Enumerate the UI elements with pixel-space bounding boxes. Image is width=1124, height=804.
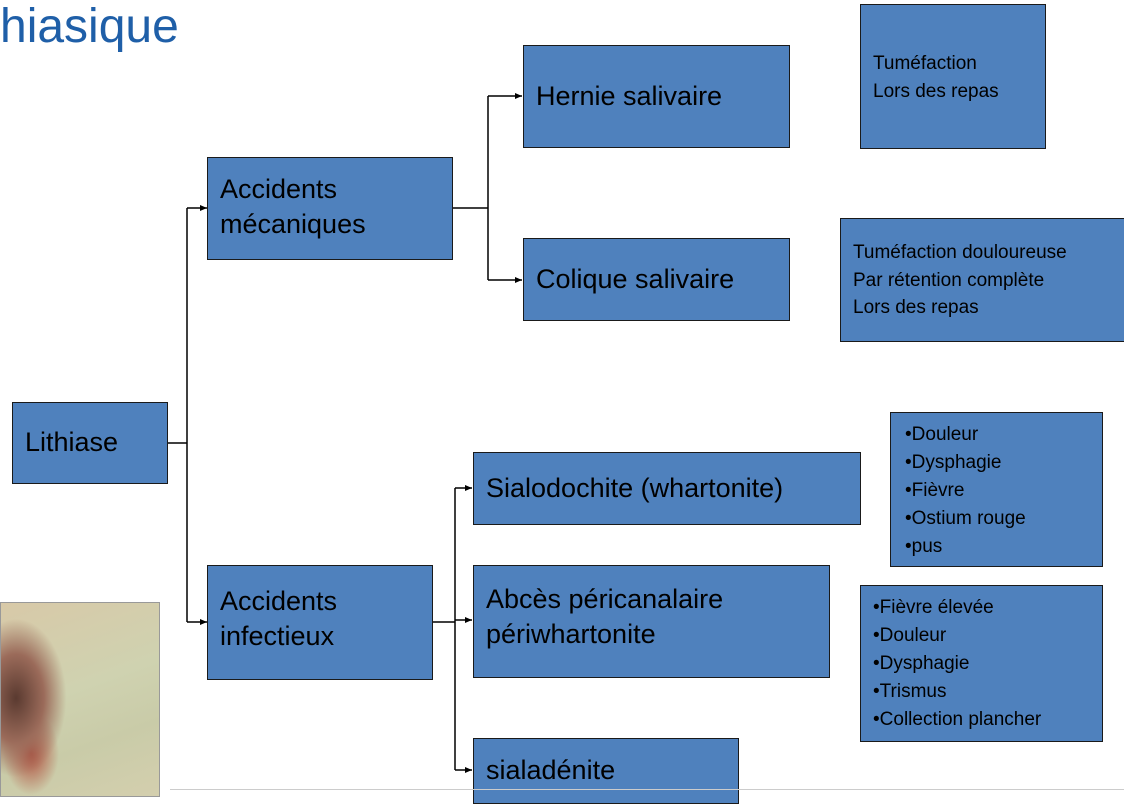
node-abces-line-1: Abcès péricanalaire xyxy=(486,584,724,614)
node-colique-label: Colique salivaire xyxy=(536,263,735,294)
note-abces: •Fièvre élevée •Douleur •Dysphagie •Tris… xyxy=(860,585,1103,742)
node-abces: Abcès péricanalaire périwhartonite xyxy=(473,565,830,678)
node-lithiase-label: Lithiase xyxy=(25,427,119,458)
node-sialodochite: Sialodochite (whartonite) xyxy=(473,452,861,525)
node-colique-salivaire: Colique salivaire xyxy=(523,238,790,321)
node-infectieux-line-2: infectieux xyxy=(220,621,335,652)
node-hernie-salivaire: Hernie salivaire xyxy=(523,45,790,148)
note-sialodochite-line-5: •pus xyxy=(905,535,943,557)
node-hernie-label: Hernie salivaire xyxy=(536,80,723,111)
note-sialodochite-line-4: •Ostium rouge xyxy=(905,507,1026,529)
note-hernie-line-1: Tuméfaction xyxy=(873,53,977,74)
note-sialodochite-line-1: •Douleur xyxy=(905,424,979,445)
note-abces-line-2: •Douleur xyxy=(873,624,947,646)
page-title: hiasique xyxy=(0,0,179,53)
node-sialodochite-label: Sialodochite (whartonite) xyxy=(486,472,784,503)
node-sialadenite: sialadénite xyxy=(473,738,739,804)
node-accidents-infectieux: Accidents infectieux xyxy=(207,565,433,680)
clinical-photo xyxy=(0,602,160,797)
note-abces-line-1: •Fièvre élevée xyxy=(873,597,994,618)
node-lithiase: Lithiase xyxy=(12,402,168,484)
note-abces-line-3: •Dysphagie xyxy=(873,652,970,674)
note-abces-line-5: •Collection plancher xyxy=(873,708,1042,730)
node-sialadenite-label: sialadénite xyxy=(486,755,616,786)
note-abces-line-4: •Trismus xyxy=(873,680,947,702)
node-accidents-mecaniques: Accidents mécaniques xyxy=(207,157,453,260)
note-hernie-line-2: Lors des repas xyxy=(873,80,999,102)
node-infectieux-line-1: Accidents xyxy=(220,586,338,616)
note-sialodochite: •Douleur •Dysphagie •Fièvre •Ostium roug… xyxy=(890,412,1103,567)
node-mecaniques-line-2: mécaniques xyxy=(220,209,366,240)
node-abces-line-2: périwhartonite xyxy=(486,619,656,650)
note-colique: Tuméfaction douloureuse Par rétention co… xyxy=(840,218,1124,342)
node-mecaniques-line-1: Accidents xyxy=(220,174,338,204)
note-colique-line-3: Lors des repas xyxy=(853,297,979,319)
note-colique-line-1: Tuméfaction douloureuse xyxy=(853,242,1067,263)
note-colique-line-2: Par rétention complète xyxy=(853,269,1045,291)
note-hernie: Tuméfaction Lors des repas xyxy=(860,4,1046,149)
note-sialodochite-line-2: •Dysphagie xyxy=(905,451,1002,473)
note-sialodochite-line-3: •Fièvre xyxy=(905,479,965,501)
footer-divider xyxy=(170,789,1124,790)
